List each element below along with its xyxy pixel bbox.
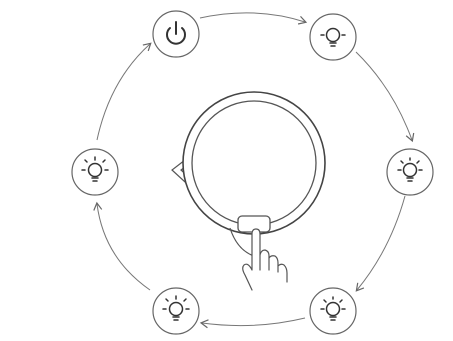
state-light-level-5	[71, 148, 119, 196]
power-icon	[166, 21, 186, 45]
light-bulb-icon	[81, 156, 109, 182]
arrow-level4-to-level5	[93, 201, 151, 291]
light-bulb-icon	[320, 27, 346, 47]
device-cable	[229, 227, 255, 257]
light-bulb-icon	[162, 295, 190, 321]
light-bulb-icon	[397, 157, 423, 182]
center-device	[171, 91, 326, 257]
arrow-level3-to-level4	[199, 317, 306, 329]
arrow-level5-to-power	[96, 42, 152, 141]
state-light-level-2	[386, 148, 434, 196]
arrow-level1-to-level2	[355, 51, 415, 143]
state-power	[152, 10, 200, 58]
arrow-level2-to-level3	[355, 195, 406, 292]
hand-pointer-icon	[242, 228, 288, 291]
state-light-level-1	[309, 13, 357, 61]
cycle-arrows	[93, 12, 415, 329]
device-inner-ring	[191, 100, 317, 226]
light-bulb-icon	[320, 296, 346, 321]
state-light-level-4	[152, 287, 200, 335]
state-light-level-3	[309, 287, 357, 335]
arrow-power-to-level1	[199, 12, 308, 25]
